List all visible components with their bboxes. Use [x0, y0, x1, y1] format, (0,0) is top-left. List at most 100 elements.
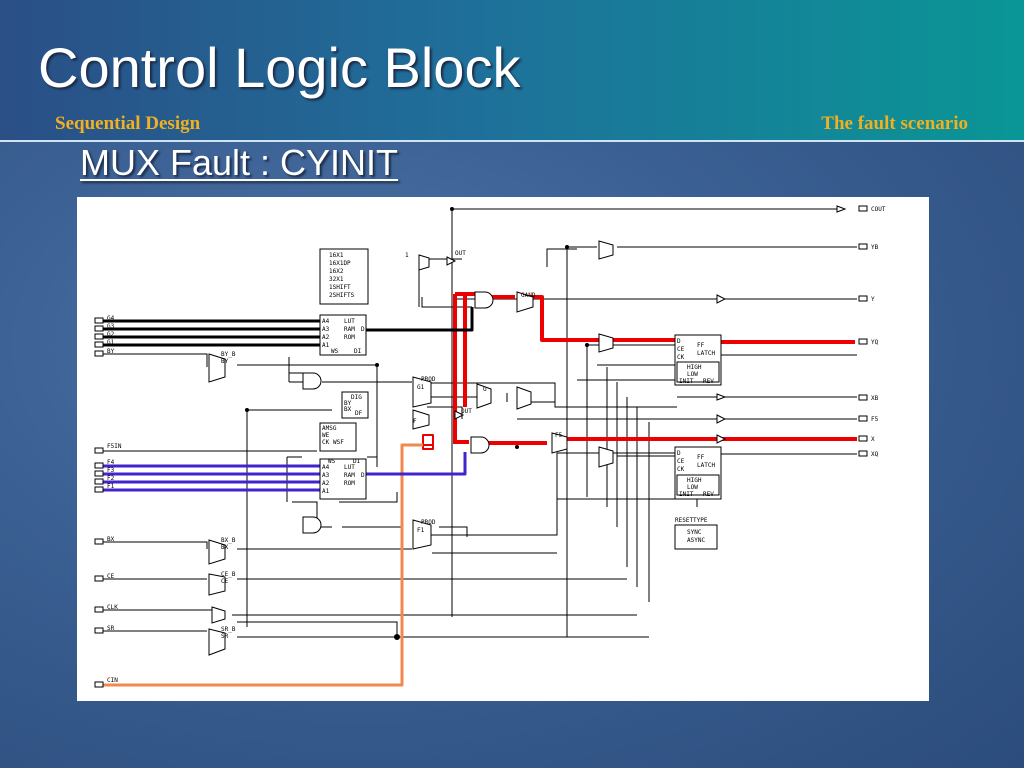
mux-label-bx: BX [221, 544, 229, 551]
mux-label-srb: SR_B [221, 626, 236, 633]
mode-1shift: 1SHIFT [329, 284, 351, 291]
mux-gand [516, 291, 534, 313]
ff-bottom-latch: LATCH [697, 462, 715, 469]
wire [427, 382, 677, 408]
ff-top-levels [676, 361, 720, 383]
mode-16x2: 16X2 [329, 268, 344, 275]
label-f1: F1 [107, 483, 115, 490]
label-sr: SR [107, 625, 115, 632]
mux-clk [211, 606, 226, 624]
lut-top-di: DI [354, 348, 362, 355]
ff-top-rev: REV [703, 378, 714, 385]
ctrl-wsf: WSF [333, 439, 344, 446]
ff-top-low: LOW [687, 371, 698, 378]
wire [546, 248, 577, 267]
pad-f5 [858, 415, 868, 422]
ff-bottom-low: LOW [687, 484, 698, 491]
buffer-cout [836, 205, 847, 213]
wire [292, 501, 332, 528]
lut-bottom-a1: A1 [322, 488, 330, 495]
bydf-bx: BX [344, 406, 352, 413]
label-xb: XB [871, 395, 879, 402]
pad-bx [94, 538, 104, 545]
subtitle-left: Sequential Design [55, 113, 201, 134]
lut-bottom-ws: WS [328, 458, 336, 465]
pad-ce [94, 575, 104, 582]
mux-label-ceb: CE_B [221, 571, 236, 578]
buffer-y [716, 294, 727, 304]
lut-out-blue [365, 452, 467, 476]
label-by: BY [107, 348, 115, 355]
wire [99, 630, 649, 638]
lut-top-lut: LUT [344, 318, 355, 325]
buffer-f5 [716, 414, 727, 424]
lut-top-a2: A2 [322, 334, 330, 341]
pad-g1 [94, 341, 104, 348]
buffer-out-top [446, 256, 457, 266]
and-gate-f [302, 516, 322, 534]
mux-label-prod-f: PROD [421, 519, 436, 526]
label-f5: F5 [871, 416, 879, 423]
wire [99, 353, 208, 367]
wire [439, 526, 468, 537]
ctrl-amsg: AMSG [322, 425, 337, 432]
mode-box [319, 248, 369, 305]
pad-by [94, 350, 104, 357]
mux-label-g: G [483, 386, 487, 393]
wire [427, 498, 717, 536]
ff-bottom-ce: CE [677, 458, 685, 465]
label-ce: CE [107, 573, 115, 580]
header-divider [0, 140, 1024, 142]
ff-top-ff: FF [697, 342, 705, 349]
schematic-svg: G4 G3 G2 G1 BY F5IN F4 F3 F2 F1 BX CE CL… [94, 205, 886, 688]
pad-x [858, 435, 868, 442]
pad-g3 [94, 325, 104, 332]
mode-32x1: 32X1 [329, 276, 344, 283]
label-x: X [871, 436, 875, 443]
slide-heading: MUX Fault : CYINIT [80, 142, 399, 183]
lut-top-rom: ROM [344, 334, 355, 341]
mux-cy-top [418, 254, 430, 271]
ff-bottom-d: D [677, 450, 681, 457]
faulty-cyinit-mux [422, 434, 434, 450]
wire [237, 621, 398, 637]
lut-top-ram: RAM [344, 326, 355, 333]
pad-yb [858, 243, 868, 250]
wire [99, 541, 208, 549]
mux-label-f1: F1 [417, 527, 425, 534]
pad-sr [94, 627, 104, 634]
lut-top-a4: A4 [322, 318, 330, 325]
ff-top-init: INIT [679, 378, 694, 385]
ff-bottom-levels [676, 474, 720, 496]
wire [99, 609, 637, 616]
junction-dot [245, 408, 249, 412]
pad-f3 [94, 470, 104, 477]
lut-top [319, 314, 367, 356]
mux-label-prod-g: PROD [421, 376, 436, 383]
reset-type-title: RESETTYPE [675, 517, 708, 524]
pad-f2 [94, 478, 104, 485]
lut-bottom-a3: A3 [322, 472, 330, 479]
pad-clk [94, 606, 104, 613]
label-f4: F4 [107, 459, 115, 466]
pad-cout [858, 205, 868, 212]
wire [339, 492, 398, 503]
wire [246, 409, 332, 627]
cin-path-orange [99, 443, 423, 687]
mux-label-bxb: BX_B [221, 537, 236, 544]
xor-gate-bottom [470, 436, 490, 454]
lut-out-black [365, 307, 474, 332]
bydf-by: BY [344, 400, 352, 407]
label-g3: G3 [107, 323, 115, 330]
mux-label-f: F [413, 418, 417, 425]
bydf-dig: DIG [351, 394, 362, 401]
mux-by [208, 353, 226, 383]
pad-yq [858, 338, 868, 345]
label-g4: G4 [107, 315, 115, 322]
junction-dot [450, 207, 454, 211]
mux-label-f5: F5 [555, 432, 563, 439]
pad-g4 [94, 317, 104, 324]
wire [586, 344, 677, 497]
mux-bx [208, 539, 226, 565]
reset-type-async: ASYNC [687, 537, 705, 544]
